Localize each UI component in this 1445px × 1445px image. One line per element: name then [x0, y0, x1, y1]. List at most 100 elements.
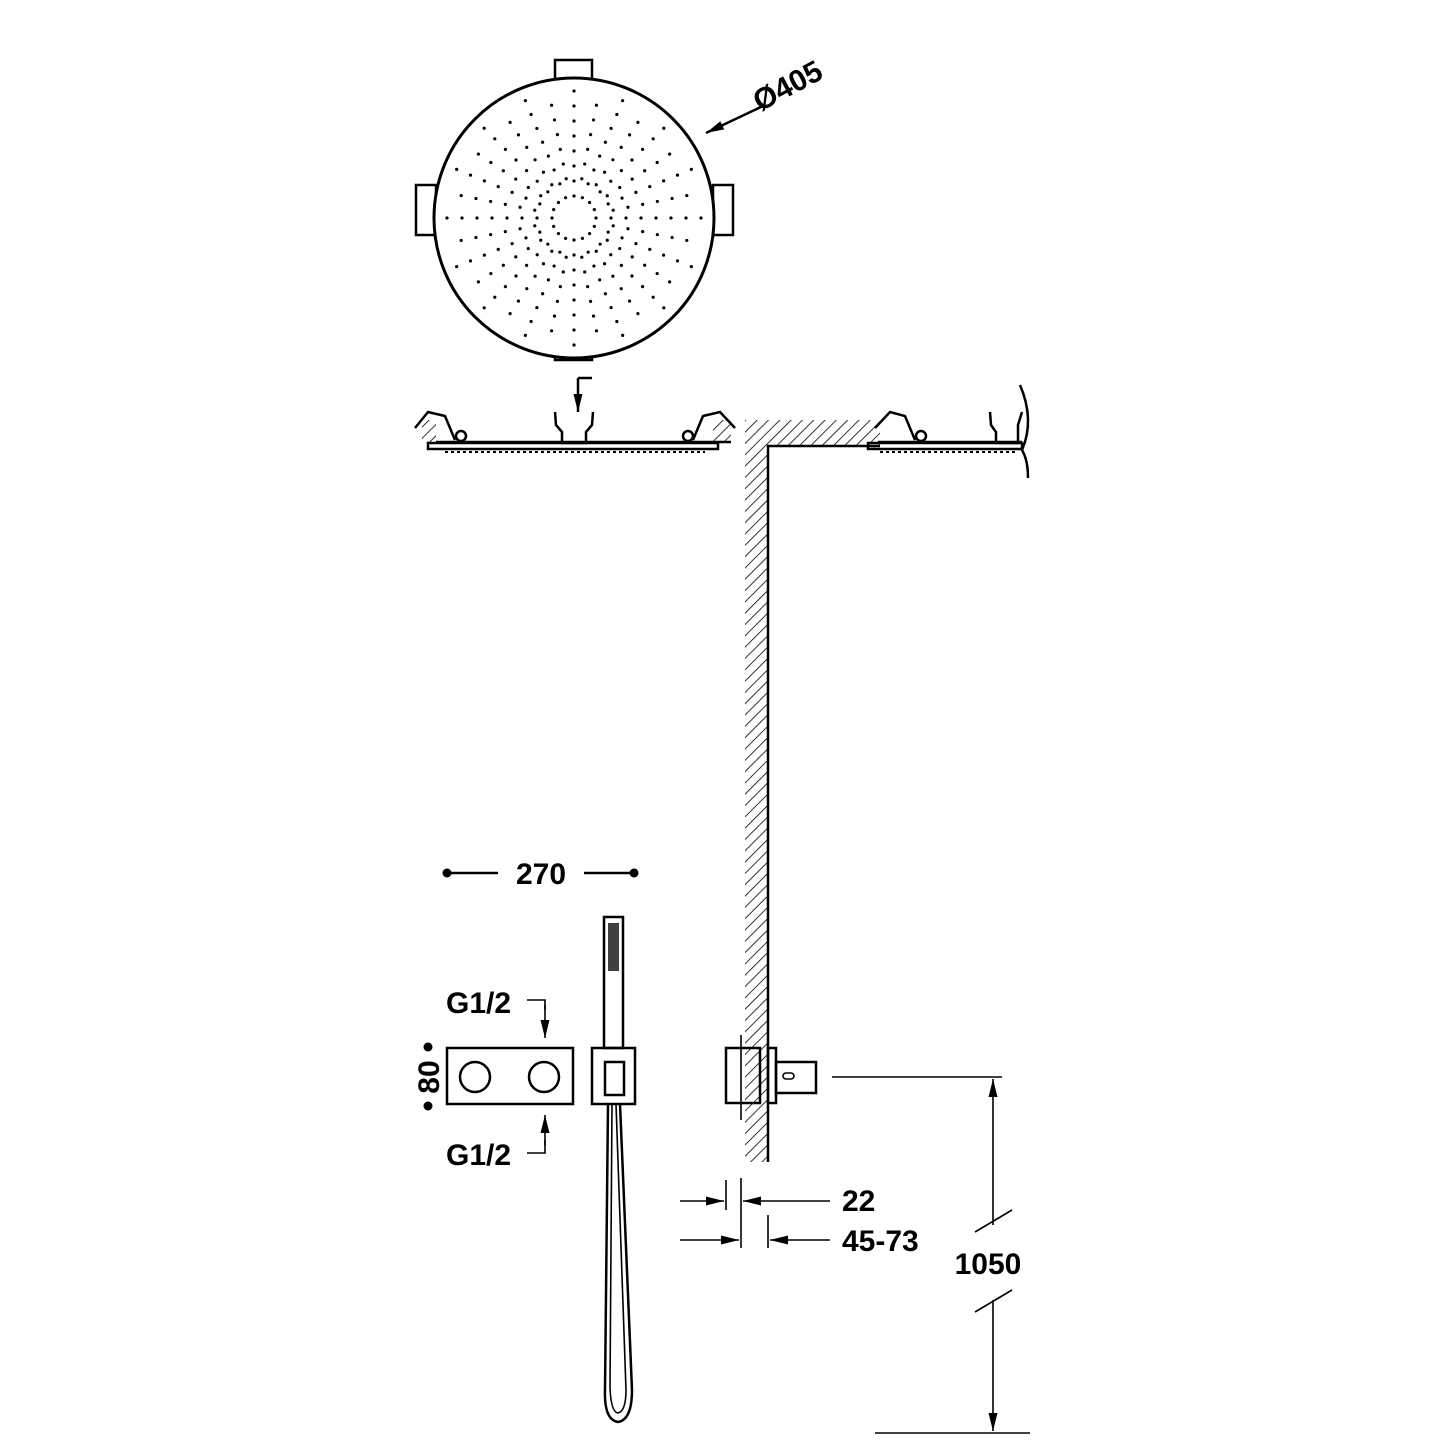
nozzle-dot [587, 200, 592, 205]
height-label: 80 [413, 1060, 446, 1093]
nozzle-dot [526, 246, 530, 251]
nozzle-dot [550, 249, 554, 253]
nozzle-dot [539, 238, 543, 242]
nozzle-dot [505, 216, 509, 220]
nozzle-dot [552, 314, 557, 318]
nozzle-dot [468, 259, 473, 263]
nozzle-dot [606, 202, 610, 206]
nozzle-dot [619, 145, 623, 149]
nozzle-dot [630, 255, 634, 259]
nozzle-dot [503, 284, 508, 289]
nozzle-dot [533, 274, 537, 278]
nozzle-dot [482, 179, 486, 183]
nozzle-dot [618, 246, 622, 251]
nozzle-dot [670, 196, 674, 201]
nozzle-dot [630, 158, 634, 162]
nozzle-dot [489, 160, 493, 165]
nozzle-dot [523, 333, 527, 337]
nozzle-dot [609, 126, 613, 130]
nozzle-dot [580, 236, 585, 240]
nozzle-dot [558, 250, 562, 254]
nozzle-dot [572, 89, 576, 93]
nozzle-dot [609, 216, 613, 220]
nozzle-dot [564, 177, 568, 181]
nozzle-dot [516, 133, 521, 137]
nozzle-dot [535, 216, 539, 220]
nozzle-dot [503, 147, 508, 152]
nozzle-dot [598, 190, 602, 194]
nozzle-dot [489, 232, 493, 237]
nozzle-dot [572, 104, 576, 108]
nozzle-dot [558, 147, 562, 151]
nozzle-dot [525, 169, 529, 173]
nozzle-dot [572, 343, 576, 347]
diameter-dimension: Ø405 [705, 55, 828, 135]
nozzle-dot [525, 145, 529, 149]
nozzle-dot [525, 263, 529, 267]
nozzle-dot [619, 169, 623, 173]
nozzle-dot [529, 112, 533, 117]
nozzle-dot [459, 193, 463, 198]
nozzle-dot [668, 152, 672, 156]
nozzle-dot [529, 319, 533, 324]
inlet-top-label: G1/2 [446, 987, 511, 1020]
nozzle-dot [514, 177, 518, 181]
nozzle-dot [602, 170, 607, 174]
nozzle-dot [516, 299, 521, 303]
nozzle-dot [669, 216, 673, 220]
nozzle-dot [655, 232, 659, 237]
nozzle-dot [588, 133, 593, 137]
nozzle-dot [699, 216, 703, 220]
nozzle-dot [526, 185, 530, 190]
shower-head-top-view [414, 58, 735, 362]
nozzle-dot [602, 262, 607, 266]
nozzle-dot [520, 216, 524, 220]
nozzle-dot [572, 164, 576, 168]
nozzle-dot [630, 274, 634, 278]
nozzle-dot [685, 193, 689, 198]
nozzle-dot [662, 306, 666, 310]
nozzle-dot [524, 236, 528, 240]
nozzle-dot [564, 255, 568, 259]
nozzle-dot [689, 265, 693, 269]
nozzle-dot [626, 205, 630, 209]
nozzle-dot [538, 230, 542, 234]
nozzle-dot [624, 216, 628, 220]
nozzle-dot [552, 224, 556, 229]
nozzle-dot [572, 149, 576, 153]
nozzle-dot [583, 162, 587, 166]
nozzle-dot [609, 253, 613, 257]
nozzle-dot [533, 158, 537, 162]
nozzle-dot [611, 158, 615, 162]
nozzle-dot [591, 314, 596, 318]
nozzle-dot [563, 236, 568, 240]
nozzle-dot [615, 112, 619, 117]
diameter-leader-arrow [705, 103, 766, 135]
nozzle-dot [592, 168, 596, 172]
depth-min-label: 22 [842, 1185, 875, 1218]
nozzle-dot [503, 202, 507, 206]
nozzle-dot [603, 140, 607, 144]
nozzle-dot [668, 280, 672, 284]
mount-height-label: 1050 [955, 1248, 1022, 1281]
nozzle-dot [643, 263, 647, 267]
nozzle-dot [496, 185, 500, 189]
nozzle-dot [572, 119, 576, 123]
nozzle-dot [535, 253, 539, 257]
nozzle-dot [580, 255, 584, 259]
nozzle-dot [558, 285, 562, 289]
nozzle-dot [621, 333, 625, 337]
nozzle-dot [572, 268, 576, 272]
nozzle-dot [508, 120, 512, 124]
nozzle-dot [460, 216, 464, 220]
nozzle-dot [489, 199, 493, 204]
nozzle-dot [546, 154, 550, 158]
nozzle-dot [598, 242, 602, 246]
nozzle-dot [611, 224, 615, 228]
nozzle-dot [655, 160, 659, 165]
nozzle-dot [556, 231, 561, 236]
nozzle-dot [455, 265, 459, 269]
nozzle-dot [643, 169, 647, 173]
nozzle-dot [662, 179, 666, 183]
